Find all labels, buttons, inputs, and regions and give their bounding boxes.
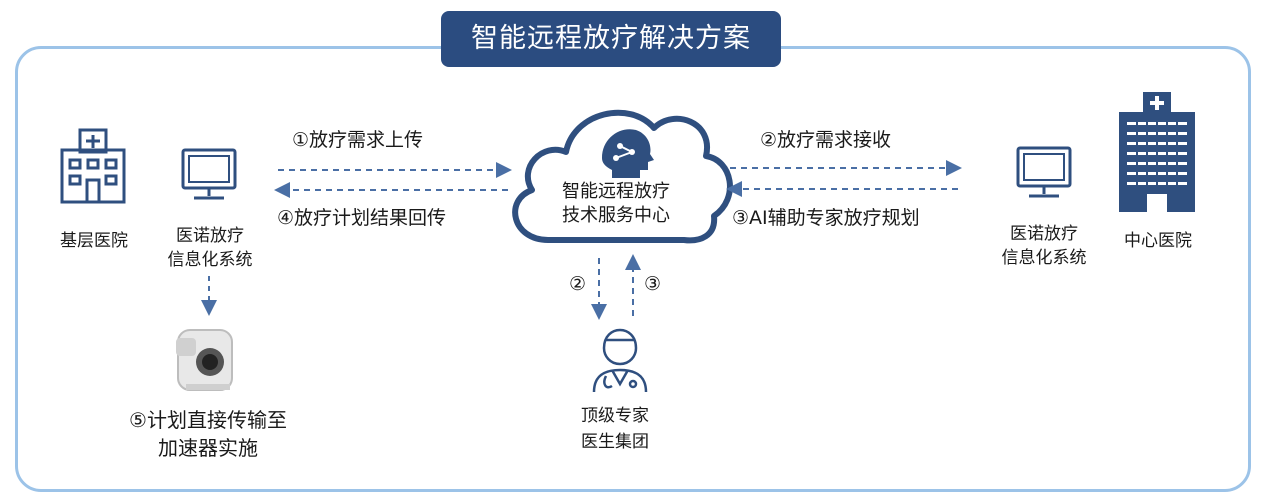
accelerator-label-line2: 加速器实施: [158, 436, 258, 460]
left-system-label-line2: 信息化系统: [167, 250, 253, 270]
step4-label: ④放疗计划结果回传: [277, 207, 447, 229]
left-system-label-line1: 医诺放疗: [176, 226, 244, 246]
cloud-label-line1: 智能远程放疗: [562, 181, 670, 202]
step3-up-label: ③: [644, 273, 662, 295]
doctor-icon: [592, 328, 648, 393]
primary-hospital-label: 基层医院: [60, 231, 128, 251]
right-system-label-line1: 医诺放疗: [1010, 224, 1078, 244]
accelerator-icon: [176, 329, 233, 391]
central-hospital-icon: [1119, 92, 1195, 212]
step2-down-label: ②: [569, 273, 587, 295]
primary-hospital-icon: [60, 128, 126, 204]
experts-label-line2: 医生集团: [581, 432, 649, 452]
ai-head-icon: [602, 129, 654, 178]
diagram-title: 智能远程放疗解决方案: [441, 11, 781, 67]
accelerator-label-line1: ⑤计划直接传输至: [129, 408, 287, 432]
central-hospital-label: 中心医院: [1124, 231, 1192, 251]
step3-right-label: ③AI辅助专家放疗规划: [732, 207, 920, 229]
left-monitor-icon: [181, 148, 237, 200]
step2-right-label: ②放疗需求接收: [760, 129, 892, 151]
step1-label: ①放疗需求上传: [292, 129, 424, 151]
right-monitor-icon: [1016, 146, 1072, 198]
right-system-label-line2: 信息化系统: [1001, 248, 1087, 268]
cloud-label-line2: 技术服务中心: [562, 205, 670, 226]
experts-label-line1: 顶级专家: [581, 406, 649, 426]
